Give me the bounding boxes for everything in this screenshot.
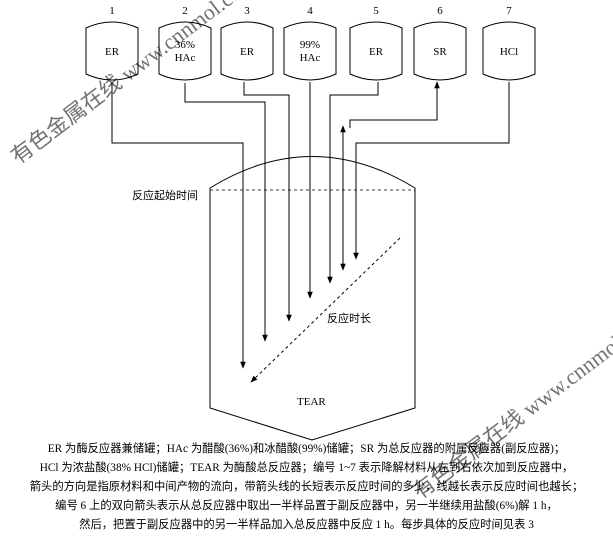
tank-label: ER (369, 46, 384, 58)
feed-line-7 (353, 82, 510, 260)
storage-tank-5: 5ER (349, 5, 403, 81)
caption-line: HCl 为浓盐酸(38% HCl)储罐；TEAR 为酶酸总反应器；编号 1~7 … (39, 462, 574, 474)
tank-body (482, 21, 536, 81)
figure-caption: ER 为酶反应器兼储罐；HAc 为醋酸(36%)和冰醋酸(99%)储罐；SR 为… (4, 440, 609, 535)
tank-body (413, 21, 467, 81)
tank-number: 3 (244, 5, 250, 17)
storage-tank-6: 6SR (413, 5, 467, 81)
storage-tank-4: 4 99%HAc (283, 5, 337, 81)
reaction-duration-arrow (250, 237, 401, 383)
tank-number: 5 (373, 5, 379, 17)
storage-tank-1: 1ER (85, 5, 139, 81)
reactor-vessel (209, 156, 416, 441)
tank-number: 4 (307, 5, 313, 17)
feed-line-2 (184, 83, 268, 342)
tank-number: 7 (506, 5, 512, 17)
reactor-label: TEAR (297, 396, 326, 408)
caption-line: 编号 6 上的双向箭头表示从总反应器中取出一半样品置于副反应器中，另一半继续用盐… (55, 500, 558, 512)
tank-label: SR (433, 46, 447, 58)
reaction-start-label: 反应起始时间 (132, 188, 198, 202)
feed-lines (111, 81, 510, 369)
feed-line-1 (111, 82, 246, 369)
tank-body (283, 21, 337, 81)
sr-return-line (349, 81, 440, 128)
tank-number: 6 (437, 5, 443, 17)
tank-label: HCl (500, 46, 518, 58)
tank-body (220, 21, 274, 81)
tank-label: HAc (300, 52, 321, 64)
tank-label: 99% (300, 39, 320, 51)
feed-line-3 (243, 82, 292, 322)
tank-body (85, 21, 139, 81)
tank-label: HAc (175, 52, 196, 64)
storage-tank-3: 3ER (220, 5, 274, 81)
reaction-duration-label: 反应时长 (327, 311, 371, 325)
caption-line: ER 为酶反应器兼储罐；HAc 为醋酸(36%)和冰醋酸(99%)储罐；SR 为… (47, 443, 566, 455)
tank-label: ER (105, 46, 120, 58)
tank-body (349, 21, 403, 81)
caption-line: 然后，把置于副反应器中的另一半样品加入总反应器中反应 1 h。每步具体的反应时间… (79, 519, 534, 531)
tank-number: 1 (109, 5, 115, 17)
storage-tank-2: 2 36%HAc (158, 5, 212, 81)
tank-label: ER (240, 46, 255, 58)
tank-body (158, 21, 212, 81)
caption-line: 箭头的方向是指原材料和中间产物的流向，带箭头线的长短表示反应时间的多少，线越长表… (29, 481, 584, 493)
feed-line-5 (327, 82, 379, 284)
tank-number: 2 (182, 5, 188, 17)
tank-label: 36% (175, 39, 195, 51)
